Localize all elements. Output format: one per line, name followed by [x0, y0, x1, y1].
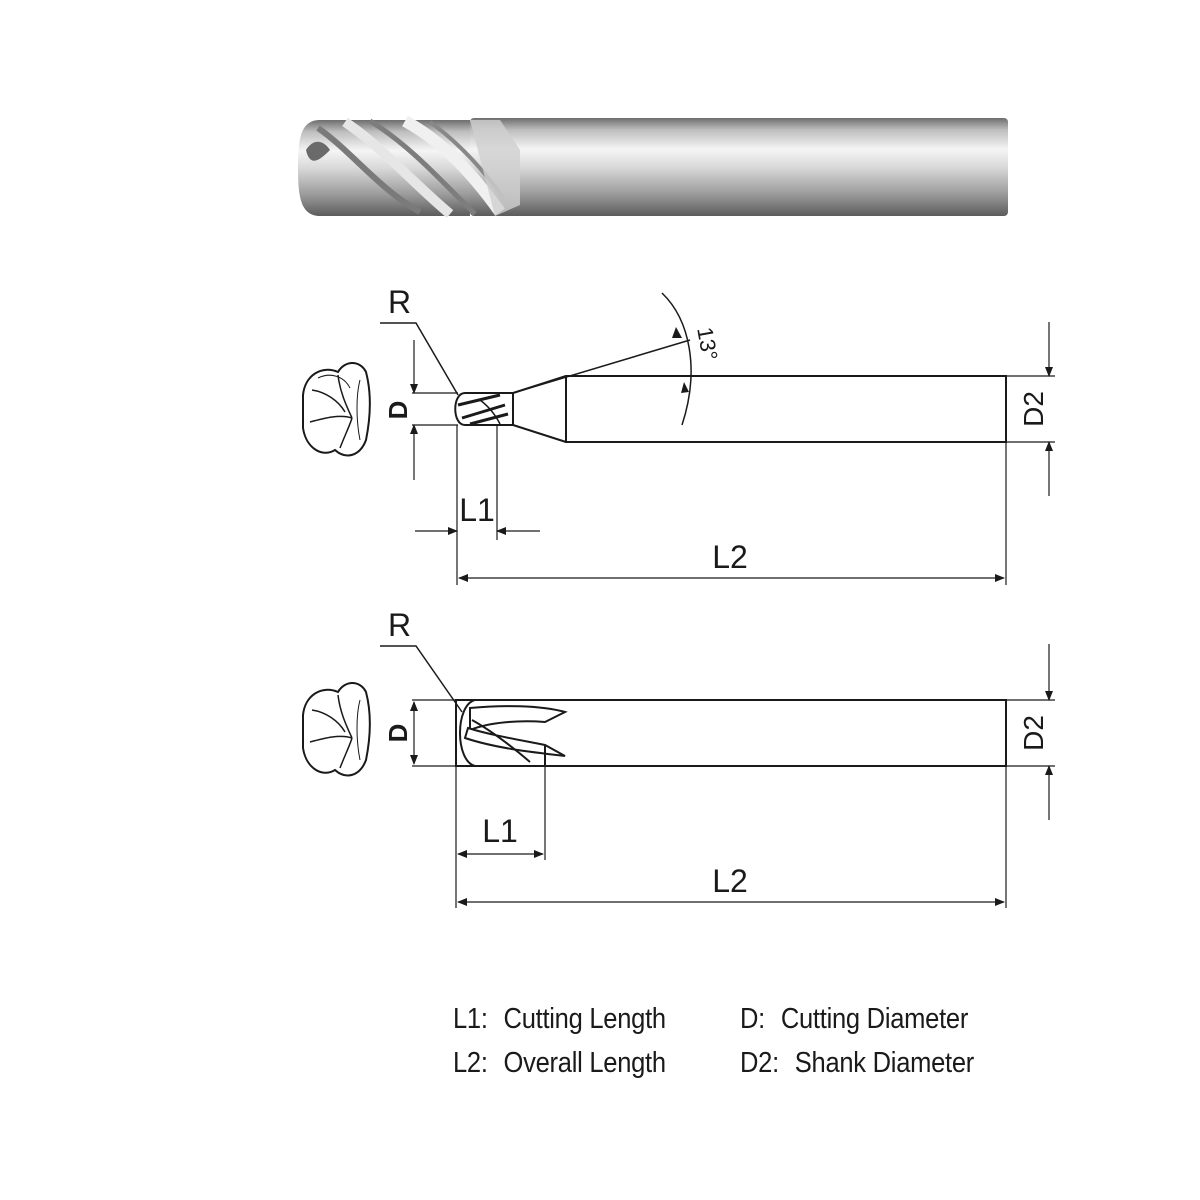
legend-overall-length: L2: Overall Length — [453, 1047, 666, 1080]
neck-angle-label: 13° — [692, 325, 722, 362]
shank-diameter-label-1: D2 — [1018, 391, 1049, 427]
legend-shank-diameter: D2: Shank Diameter — [740, 1047, 974, 1080]
cutting-length-label-1: L1 — [459, 492, 495, 528]
legend-cutting-length: L1: Cutting Length — [453, 1003, 666, 1036]
end-view-2 — [302, 682, 371, 777]
legend-text: Overall Length — [503, 1047, 667, 1079]
legend-key: D: — [740, 1003, 765, 1035]
legend-key: L2: — [453, 1047, 488, 1079]
shank-diameter-label-2: D2 — [1018, 715, 1049, 751]
tool-photo — [298, 115, 1008, 218]
cutting-length-label-2: L1 — [482, 813, 518, 849]
legend-cutting-diameter: D: Cutting Diameter — [740, 1003, 968, 1036]
radius-label-2: R — [388, 607, 411, 643]
overall-length-label-2: L2 — [712, 863, 748, 899]
legend-text: Cutting Diameter — [780, 1003, 969, 1035]
legend-text: Shank Diameter — [794, 1047, 975, 1079]
legend-text: Cutting Length — [503, 1003, 667, 1035]
drawing-straight — [302, 644, 1055, 908]
drawing-necked — [302, 292, 1055, 585]
legend-key: L1: — [453, 1003, 488, 1035]
cutting-diameter-label-1: D — [383, 401, 413, 420]
cutting-diameter-label-2: D — [383, 724, 413, 743]
overall-length-label-1: L2 — [712, 539, 748, 575]
end-view-1 — [302, 362, 371, 457]
legend-key: D2: — [740, 1047, 779, 1079]
radius-label-1: R — [388, 284, 411, 320]
